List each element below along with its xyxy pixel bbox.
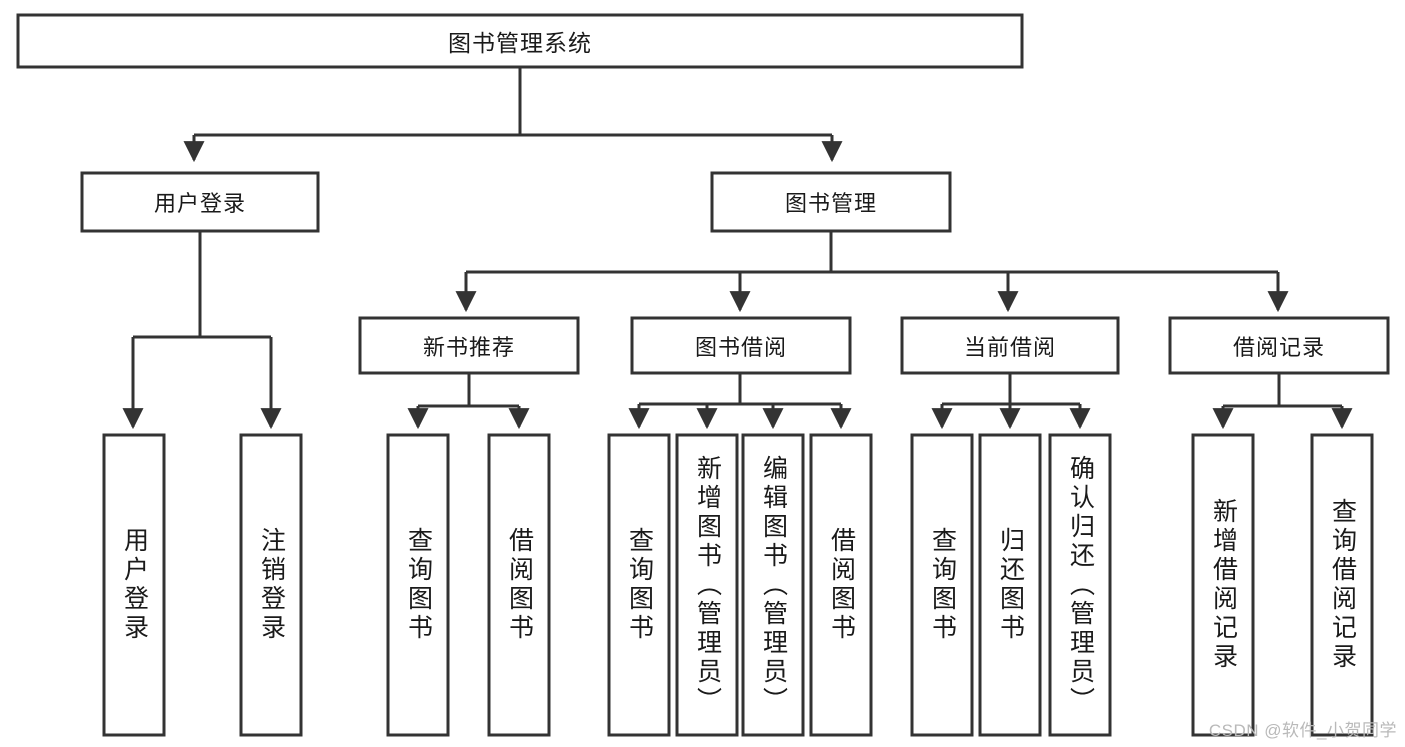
- node-box-leaf-borrow-book-2[interactable]: [809, 433, 873, 737]
- node-box-leaf-borrow-book-1[interactable]: [487, 433, 551, 737]
- node-box-leaf-add-record[interactable]: [1191, 433, 1255, 737]
- node-box-leaf-confirm-return[interactable]: [1048, 433, 1112, 737]
- node-box-leaf-return-book[interactable]: [978, 433, 1042, 737]
- node-box-new-book-recommend[interactable]: [358, 316, 580, 375]
- node-box-borrow-record[interactable]: [1168, 316, 1390, 375]
- node-box-user-login[interactable]: [80, 171, 320, 233]
- node-box-book-borrow[interactable]: [630, 316, 852, 375]
- node-box-root[interactable]: [16, 13, 1024, 69]
- node-box-leaf-user-login[interactable]: [102, 433, 166, 737]
- node-box-leaf-query-book-1[interactable]: [386, 433, 450, 737]
- node-box-leaf-query-record[interactable]: [1310, 433, 1374, 737]
- node-box-leaf-query-book-3[interactable]: [910, 433, 974, 737]
- node-box-leaf-edit-book[interactable]: [741, 433, 805, 737]
- node-box-leaf-logout[interactable]: [239, 433, 303, 737]
- node-box-current-borrow[interactable]: [900, 316, 1120, 375]
- node-box-leaf-query-book-2[interactable]: [607, 433, 671, 737]
- node-box-leaf-add-book[interactable]: [675, 433, 739, 737]
- node-box-book-manage[interactable]: [710, 171, 952, 233]
